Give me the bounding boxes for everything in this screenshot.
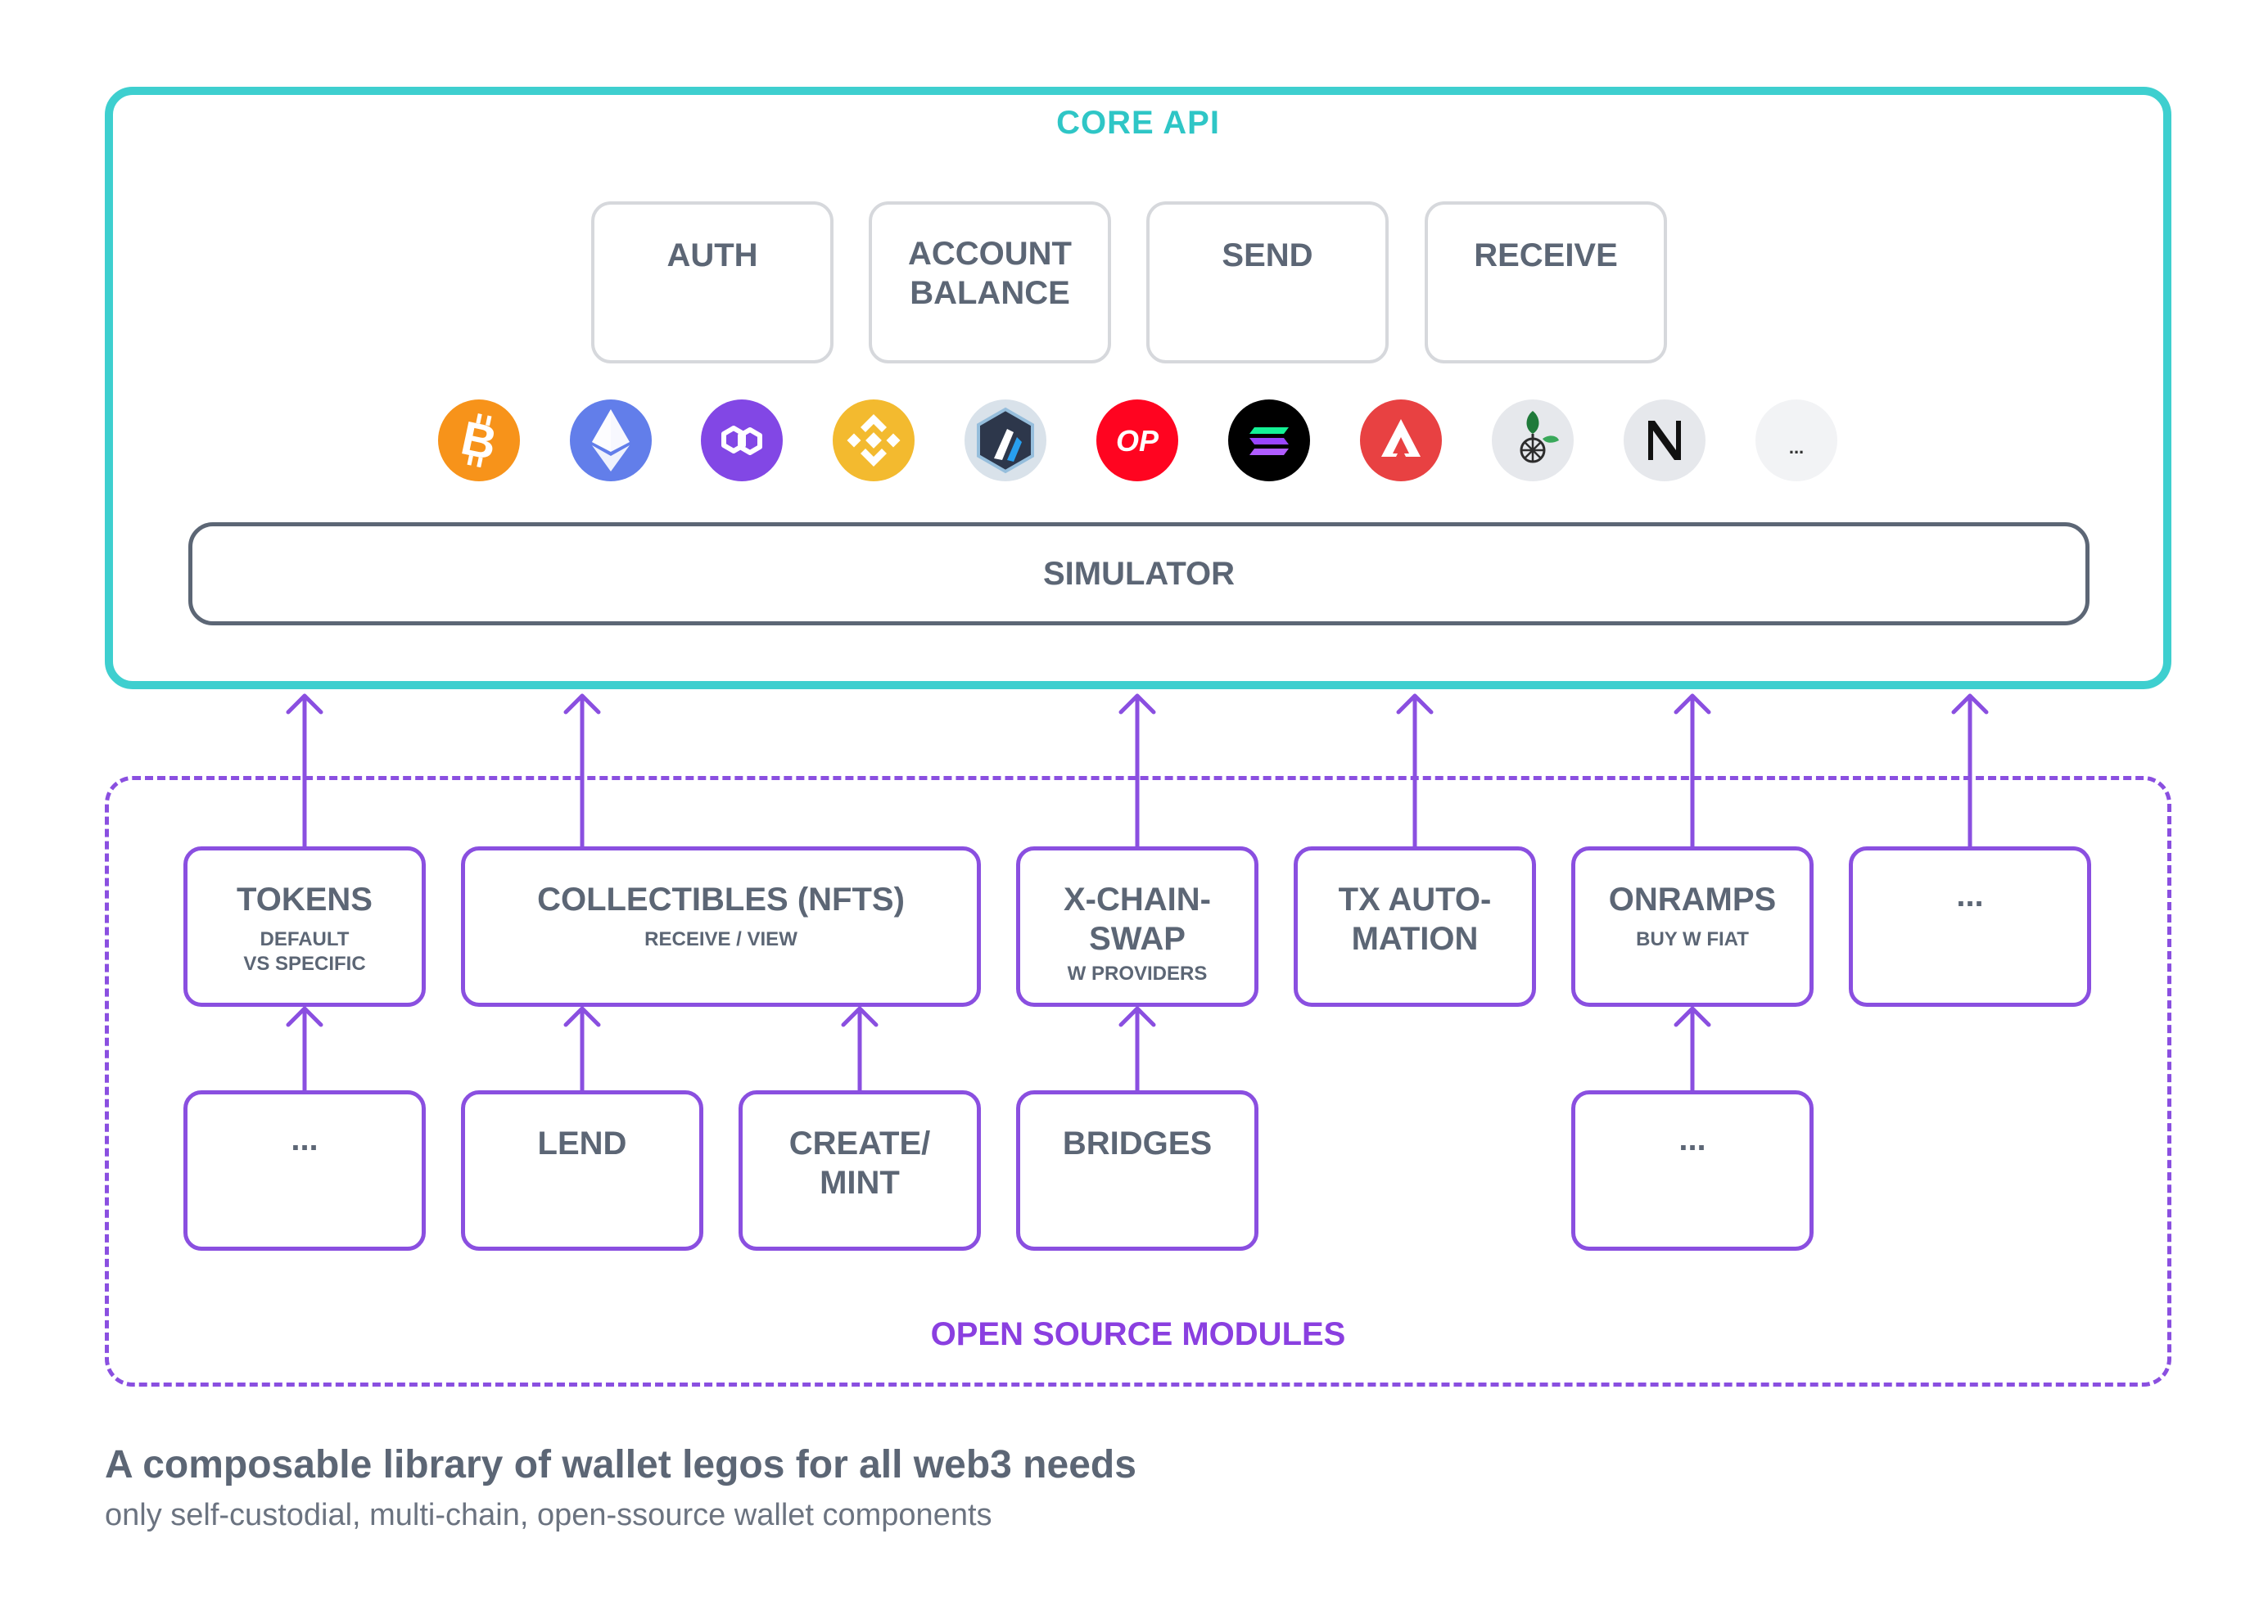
arrow-more-core [1951,693,1989,849]
module-more-title: ... [1956,877,1984,914]
near-icon [1624,399,1706,481]
avalanche-icon [1360,399,1442,481]
more-chains-label: ... [1788,437,1805,458]
auth-box: AUTH [591,201,834,363]
svg-text:OP: OP [1116,424,1159,458]
arrow-xchain-core [1118,693,1156,849]
receive-box: RECEIVE [1425,201,1667,363]
solana-icon [1228,399,1310,481]
polygon-icon [701,399,783,481]
module-bridges-title: BRIDGES [1062,1126,1213,1162]
module-tokens-title: TOKENS [237,882,373,918]
module-tokens-extensions-title: ... [291,1121,319,1157]
open-source-modules-title: OPEN SOURCE MODULES [930,1316,1346,1352]
module-collectibles: COLLECTIBLES (NFTS) RECEIVE / VIEW [461,846,981,1007]
send-box: SEND [1146,201,1389,363]
caption-subtitle: only self-custodial, multi-chain, open-s… [105,1498,992,1532]
module-lend-title: LEND [537,1126,627,1162]
arrow-tokens-core [286,693,323,849]
module-x-chain-swap-title: X-CHAIN- SWAP [1064,882,1211,957]
module-x-chain-swap-sub: W PROVIDERS [1067,963,1208,985]
module-more: ... [1849,846,2091,1007]
module-onramps-title: ONRAMPS [1608,882,1777,918]
module-tx-automation: TX AUTO- MATION [1294,846,1536,1007]
module-create-mint-title: CREATE/ MINT [788,1126,931,1201]
module-collectibles-sub: RECEIVE / VIEW [644,928,797,950]
arrow-lend-collectibles [563,1006,601,1093]
core-api-frame [105,87,2171,689]
module-lend: LEND [461,1090,703,1251]
module-onramps-sub: BUY W FIAT [1636,928,1749,950]
account-balance-box: ACCOUNT BALANCE [869,201,1111,363]
arrow-create-collectibles [841,1006,879,1093]
bitcoin-icon: B [438,399,520,481]
module-bridges: BRIDGES [1016,1090,1258,1251]
arrow-txauto-core [1396,693,1434,849]
optimism-icon: OP [1096,399,1178,481]
arrow-more-onramps [1674,1006,1711,1093]
arrow-collectibles-core [563,693,601,849]
arbitrum-icon [965,399,1046,481]
bnb-icon [833,399,915,481]
celo-tree-icon [1492,399,1574,481]
module-collectibles-title: COLLECTIBLES (NFTS) [537,882,905,918]
module-onramps-extensions: ... [1571,1090,1814,1251]
module-tokens: TOKENS DEFAULT VS SPECIFIC [183,846,426,1007]
arrow-more-tokens [286,1006,323,1093]
account-balance-label: ACCOUNT BALANCE [908,236,1072,311]
module-onramps: ONRAMPS BUY W FIAT [1571,846,1814,1007]
module-x-chain-swap: X-CHAIN- SWAP W PROVIDERS [1016,846,1258,1007]
arrow-bridges-xchain [1118,1006,1156,1093]
caption-title: A composable library of wallet legos for… [105,1443,1136,1486]
module-onramps-extensions-title: ... [1678,1121,1706,1157]
ethereum-icon [570,399,652,481]
simulator-bar: SIMULATOR [188,522,2090,625]
arrow-onramps-core [1674,693,1711,849]
module-tokens-sub: DEFAULT VS SPECIFIC [243,928,366,975]
module-tx-automation-title: TX AUTO- MATION [1338,882,1492,957]
module-tokens-extensions: ... [183,1090,426,1251]
more-chains-icon: ... [1755,399,1837,481]
module-create-mint: CREATE/ MINT [739,1090,981,1251]
core-api-title: CORE API [1056,105,1220,141]
